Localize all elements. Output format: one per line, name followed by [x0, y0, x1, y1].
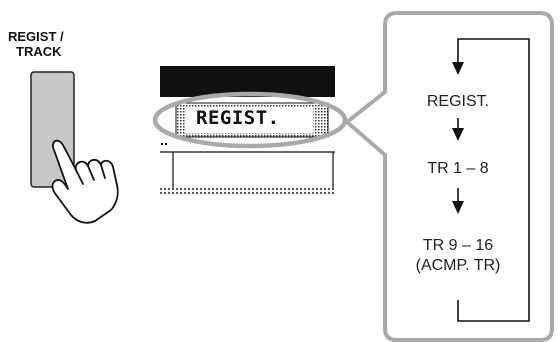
highlight-ring	[152, 91, 348, 149]
callout-box	[343, 11, 554, 342]
pressing-hand-icon	[51, 139, 119, 224]
display-regist-text: REGIST.	[196, 107, 280, 129]
button-label-line1: REGIST /	[8, 29, 64, 44]
step-regist: REGIST.	[426, 93, 490, 110]
lcd-display	[160, 66, 335, 196]
cycle-loop	[457, 38, 530, 322]
step-acmp-tr: (ACMP. TR)	[415, 257, 501, 274]
flow-arrows	[452, 60, 464, 214]
arrow-down-icon	[452, 118, 464, 141]
arrow-down-icon	[452, 188, 464, 214]
button-label: REGIST / TRACK	[8, 29, 98, 59]
arrow-down-icon	[452, 60, 464, 75]
button-label-line2: TRACK	[16, 44, 62, 59]
step-tr-1-8: TR 1 – 8	[427, 160, 489, 177]
step-tr-9-16: TR 9 – 16	[422, 237, 494, 254]
